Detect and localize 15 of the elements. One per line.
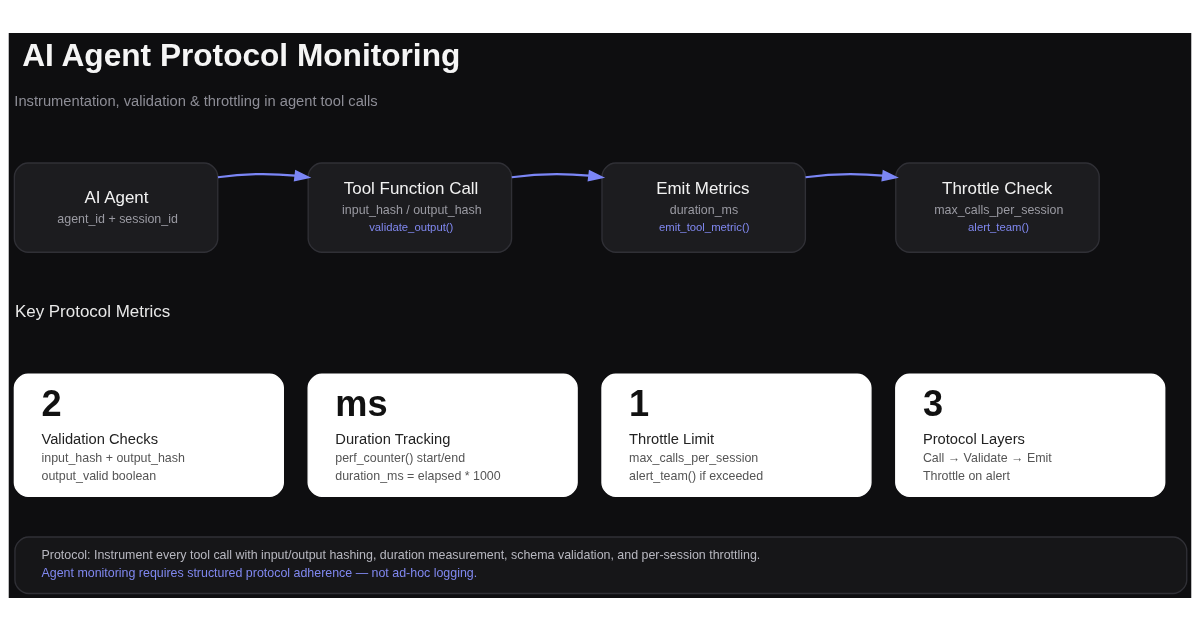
label: Key Protocol Metrics — [14, 301, 171, 321]
node-box: Throttle Check max_calls_per_session alert_team() — [895, 161, 1100, 253]
node-box: 2 Validation Checks input_hash + output_hash output_valid boolean — [13, 373, 284, 497]
node-box: 3 Protocol Layers Call → Validate → Emit Throttle on alert — [895, 373, 1166, 497]
node-box: Protocol: Instrument every tool call with input/output hashing, duration measurement, schema validation, and per-session throttling. Agent monitoring requires structured protocol adherence — not ad-hoc logging. — [14, 535, 1188, 594]
arrow — [511, 169, 606, 182]
node-box: Tool Function Call input_hash / output_hash validate_output() — [307, 161, 513, 253]
node-box: Emit Metrics duration_ms emit_tool_metric() — [601, 161, 807, 253]
arrow — [805, 169, 899, 182]
node-box: ms Duration Tracking perf_counter() start/end duration_ms = elapsed * 1000 — [307, 373, 578, 497]
diagram-title: AI Agent Protocol Monitoring — [22, 36, 461, 73]
arrow — [217, 169, 312, 182]
node-box: 1 Throttle Limit max_calls_per_session alert_team() if exceeded — [601, 373, 872, 497]
label: Instrumentation, validation & throttling in agent tool calls — [14, 92, 378, 109]
node-box: AI Agent agent_id + session_id — [13, 161, 219, 253]
